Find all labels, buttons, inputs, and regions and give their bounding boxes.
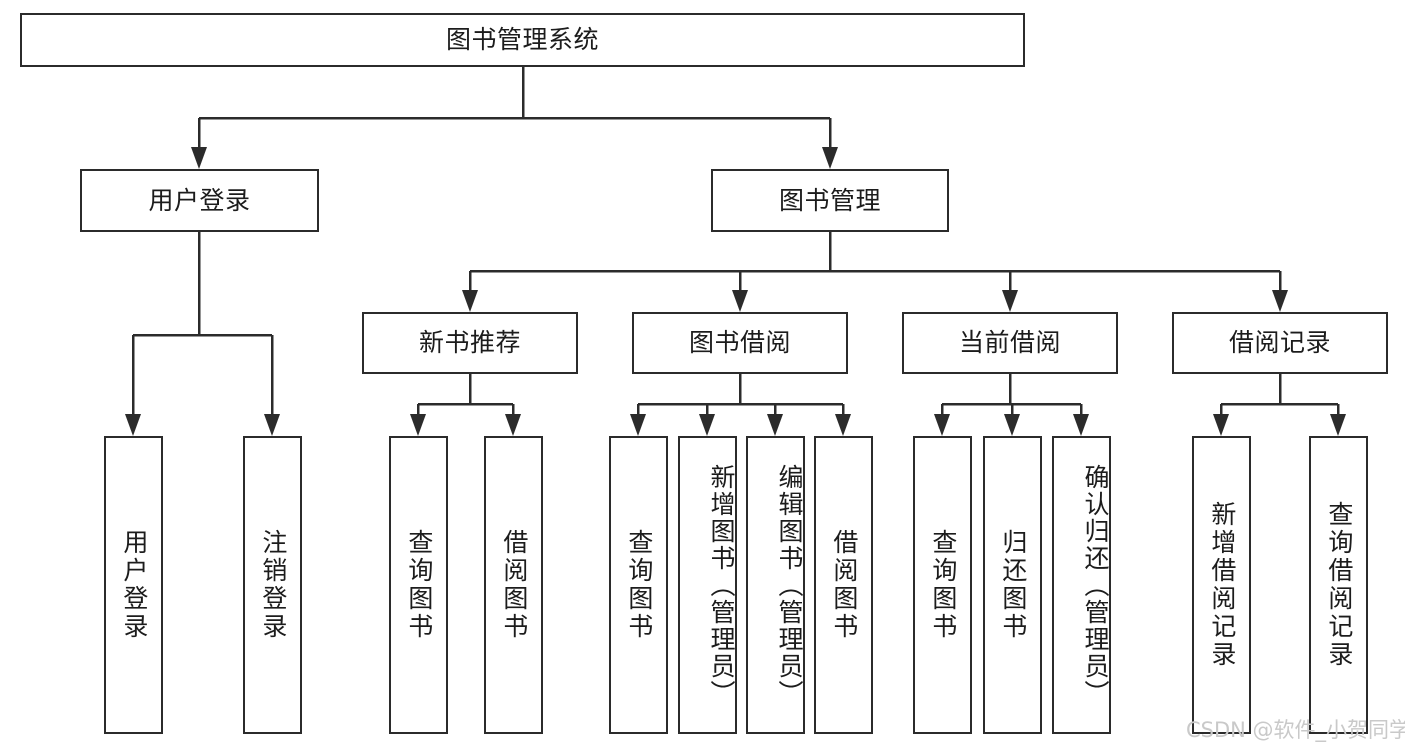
leaf-query-borrow-record-label: 查询借阅记录 [1324, 501, 1354, 669]
node-user-login-label: 用户登录 [148, 185, 251, 215]
leaf-return-book[interactable]: 归还图书 [983, 436, 1042, 734]
node-root-label: 图书管理系统 [445, 25, 599, 55]
leaf-logout-login[interactable]: 注销登录 [243, 436, 302, 734]
node-user-login[interactable]: 用户登录 [80, 169, 319, 232]
leaf-confirm-return-admin-label: 确认归还（管理员） [1081, 463, 1110, 707]
watermark-text: CSDN @软件_小贺同学 [1186, 718, 1405, 742]
node-book-borrow[interactable]: 图书借阅 [632, 312, 848, 374]
leaf-query-book-3-label: 查询图书 [928, 529, 958, 641]
leaf-add-borrow-record-label: 新增借阅记录 [1207, 501, 1237, 669]
node-borrow-record[interactable]: 借阅记录 [1172, 312, 1388, 374]
node-root[interactable]: 图书管理系统 [20, 13, 1025, 67]
leaf-query-book-2[interactable]: 查询图书 [609, 436, 668, 734]
leaf-borrow-book-1[interactable]: 借阅图书 [484, 436, 543, 734]
leaf-edit-book-admin-label: 编辑图书（管理员） [775, 463, 804, 707]
leaf-confirm-return-admin[interactable]: 确认归还（管理员） [1052, 436, 1111, 734]
node-book-manage[interactable]: 图书管理 [711, 169, 949, 232]
node-current-borrow-label: 当前借阅 [958, 328, 1061, 358]
leaf-query-book-2-label: 查询图书 [624, 529, 654, 641]
leaf-borrow-book-2[interactable]: 借阅图书 [814, 436, 873, 734]
leaf-logout-login-label: 注销登录 [258, 529, 288, 641]
leaf-query-book-1-label: 查询图书 [404, 529, 434, 641]
node-borrow-record-label: 借阅记录 [1228, 328, 1331, 358]
leaf-borrow-book-1-label: 借阅图书 [499, 529, 529, 641]
leaf-query-book-3[interactable]: 查询图书 [913, 436, 972, 734]
node-book-manage-label: 图书管理 [778, 185, 881, 215]
node-current-borrow[interactable]: 当前借阅 [902, 312, 1118, 374]
leaf-user-login[interactable]: 用户登录 [104, 436, 163, 734]
leaf-query-book-1[interactable]: 查询图书 [389, 436, 448, 734]
leaf-edit-book-admin[interactable]: 编辑图书（管理员） [746, 436, 805, 734]
leaf-return-book-label: 归还图书 [998, 529, 1028, 641]
node-new-book-recommend-label: 新书推荐 [418, 328, 521, 358]
leaf-user-login-label: 用户登录 [119, 529, 149, 641]
leaf-add-borrow-record[interactable]: 新增借阅记录 [1192, 436, 1251, 734]
leaf-add-book-admin-label: 新增图书（管理员） [707, 463, 736, 707]
leaf-borrow-book-2-label: 借阅图书 [829, 529, 859, 641]
node-book-borrow-label: 图书借阅 [688, 328, 791, 358]
leaf-query-borrow-record[interactable]: 查询借阅记录 [1309, 436, 1368, 734]
leaf-add-book-admin[interactable]: 新增图书（管理员） [678, 436, 737, 734]
node-new-book-recommend[interactable]: 新书推荐 [362, 312, 578, 374]
